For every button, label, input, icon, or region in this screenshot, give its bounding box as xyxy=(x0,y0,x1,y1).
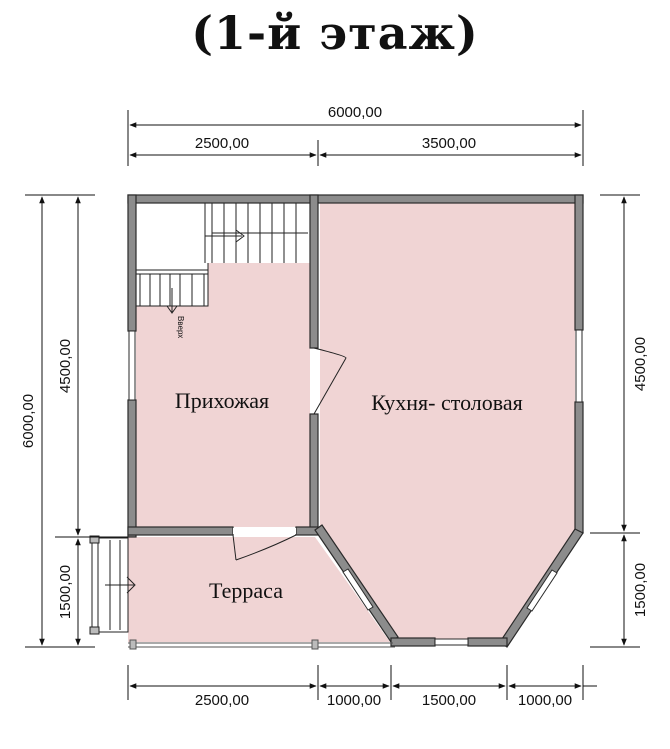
stairs-label: Вверх xyxy=(176,316,185,338)
wall-right-upper xyxy=(574,194,584,331)
door-hall-kitchen-leaf xyxy=(313,357,347,415)
dim-bottom-1: 2500,00 xyxy=(195,692,249,709)
dim-bottom-4: 1000,00 xyxy=(518,692,572,709)
window-diag-left xyxy=(342,568,374,611)
stairs-up-arrow-icon xyxy=(205,229,245,243)
dim-bottom-2: 1000,00 xyxy=(327,692,381,709)
window-left xyxy=(128,330,136,401)
windows xyxy=(128,329,583,646)
terrace-steps-arrow-icon xyxy=(105,576,136,594)
terrace-railing xyxy=(128,639,395,650)
wall-right-lower xyxy=(574,401,584,534)
window-right xyxy=(575,329,583,403)
floor-fills xyxy=(128,203,575,642)
dim-left-upper: 4500,00 xyxy=(57,339,74,393)
wall-hall-bottom-left xyxy=(127,526,234,536)
room-label-terrace: Терраса xyxy=(209,578,283,603)
kitchen-floor xyxy=(320,203,575,642)
wall-middle-upper xyxy=(309,194,319,349)
dim-top-right: 3500,00 xyxy=(422,135,476,152)
dim-right-upper: 4500,00 xyxy=(632,337,649,391)
terrace-floor xyxy=(128,537,390,642)
door-terrace-swing xyxy=(235,534,297,561)
doors xyxy=(232,347,347,561)
wall-hall-bottom-right xyxy=(295,526,319,536)
door-terrace-leaf xyxy=(232,534,237,561)
wall-top xyxy=(127,194,584,204)
wall-bottom-left xyxy=(390,637,436,647)
window-bottom xyxy=(434,638,469,646)
room-label-hall: Прихожая xyxy=(175,388,269,413)
dim-right-lower: 1500,00 xyxy=(632,563,649,617)
dim-left-lower: 1500,00 xyxy=(57,565,74,619)
dim-top-left: 2500,00 xyxy=(195,135,249,152)
window-diag-right xyxy=(526,569,558,612)
dim-top-total: 6000,00 xyxy=(328,104,382,121)
wall-left-lower xyxy=(127,399,137,538)
dimension-lines xyxy=(25,110,640,700)
room-label-kitchen: Кухня- столовая xyxy=(371,390,523,415)
hall-floor xyxy=(136,263,310,527)
door-hall-kitchen-swing xyxy=(313,347,347,359)
wall-bottom-right xyxy=(467,637,508,647)
wall-middle-lower xyxy=(309,413,319,531)
dim-left-total: 6000,00 xyxy=(20,394,37,448)
page-title: (1-й этаж) xyxy=(191,6,479,60)
dim-bottom-3: 1500,00 xyxy=(422,692,476,709)
wall-left-upper xyxy=(127,194,137,332)
stairs-start-arrow-icon xyxy=(166,288,178,314)
